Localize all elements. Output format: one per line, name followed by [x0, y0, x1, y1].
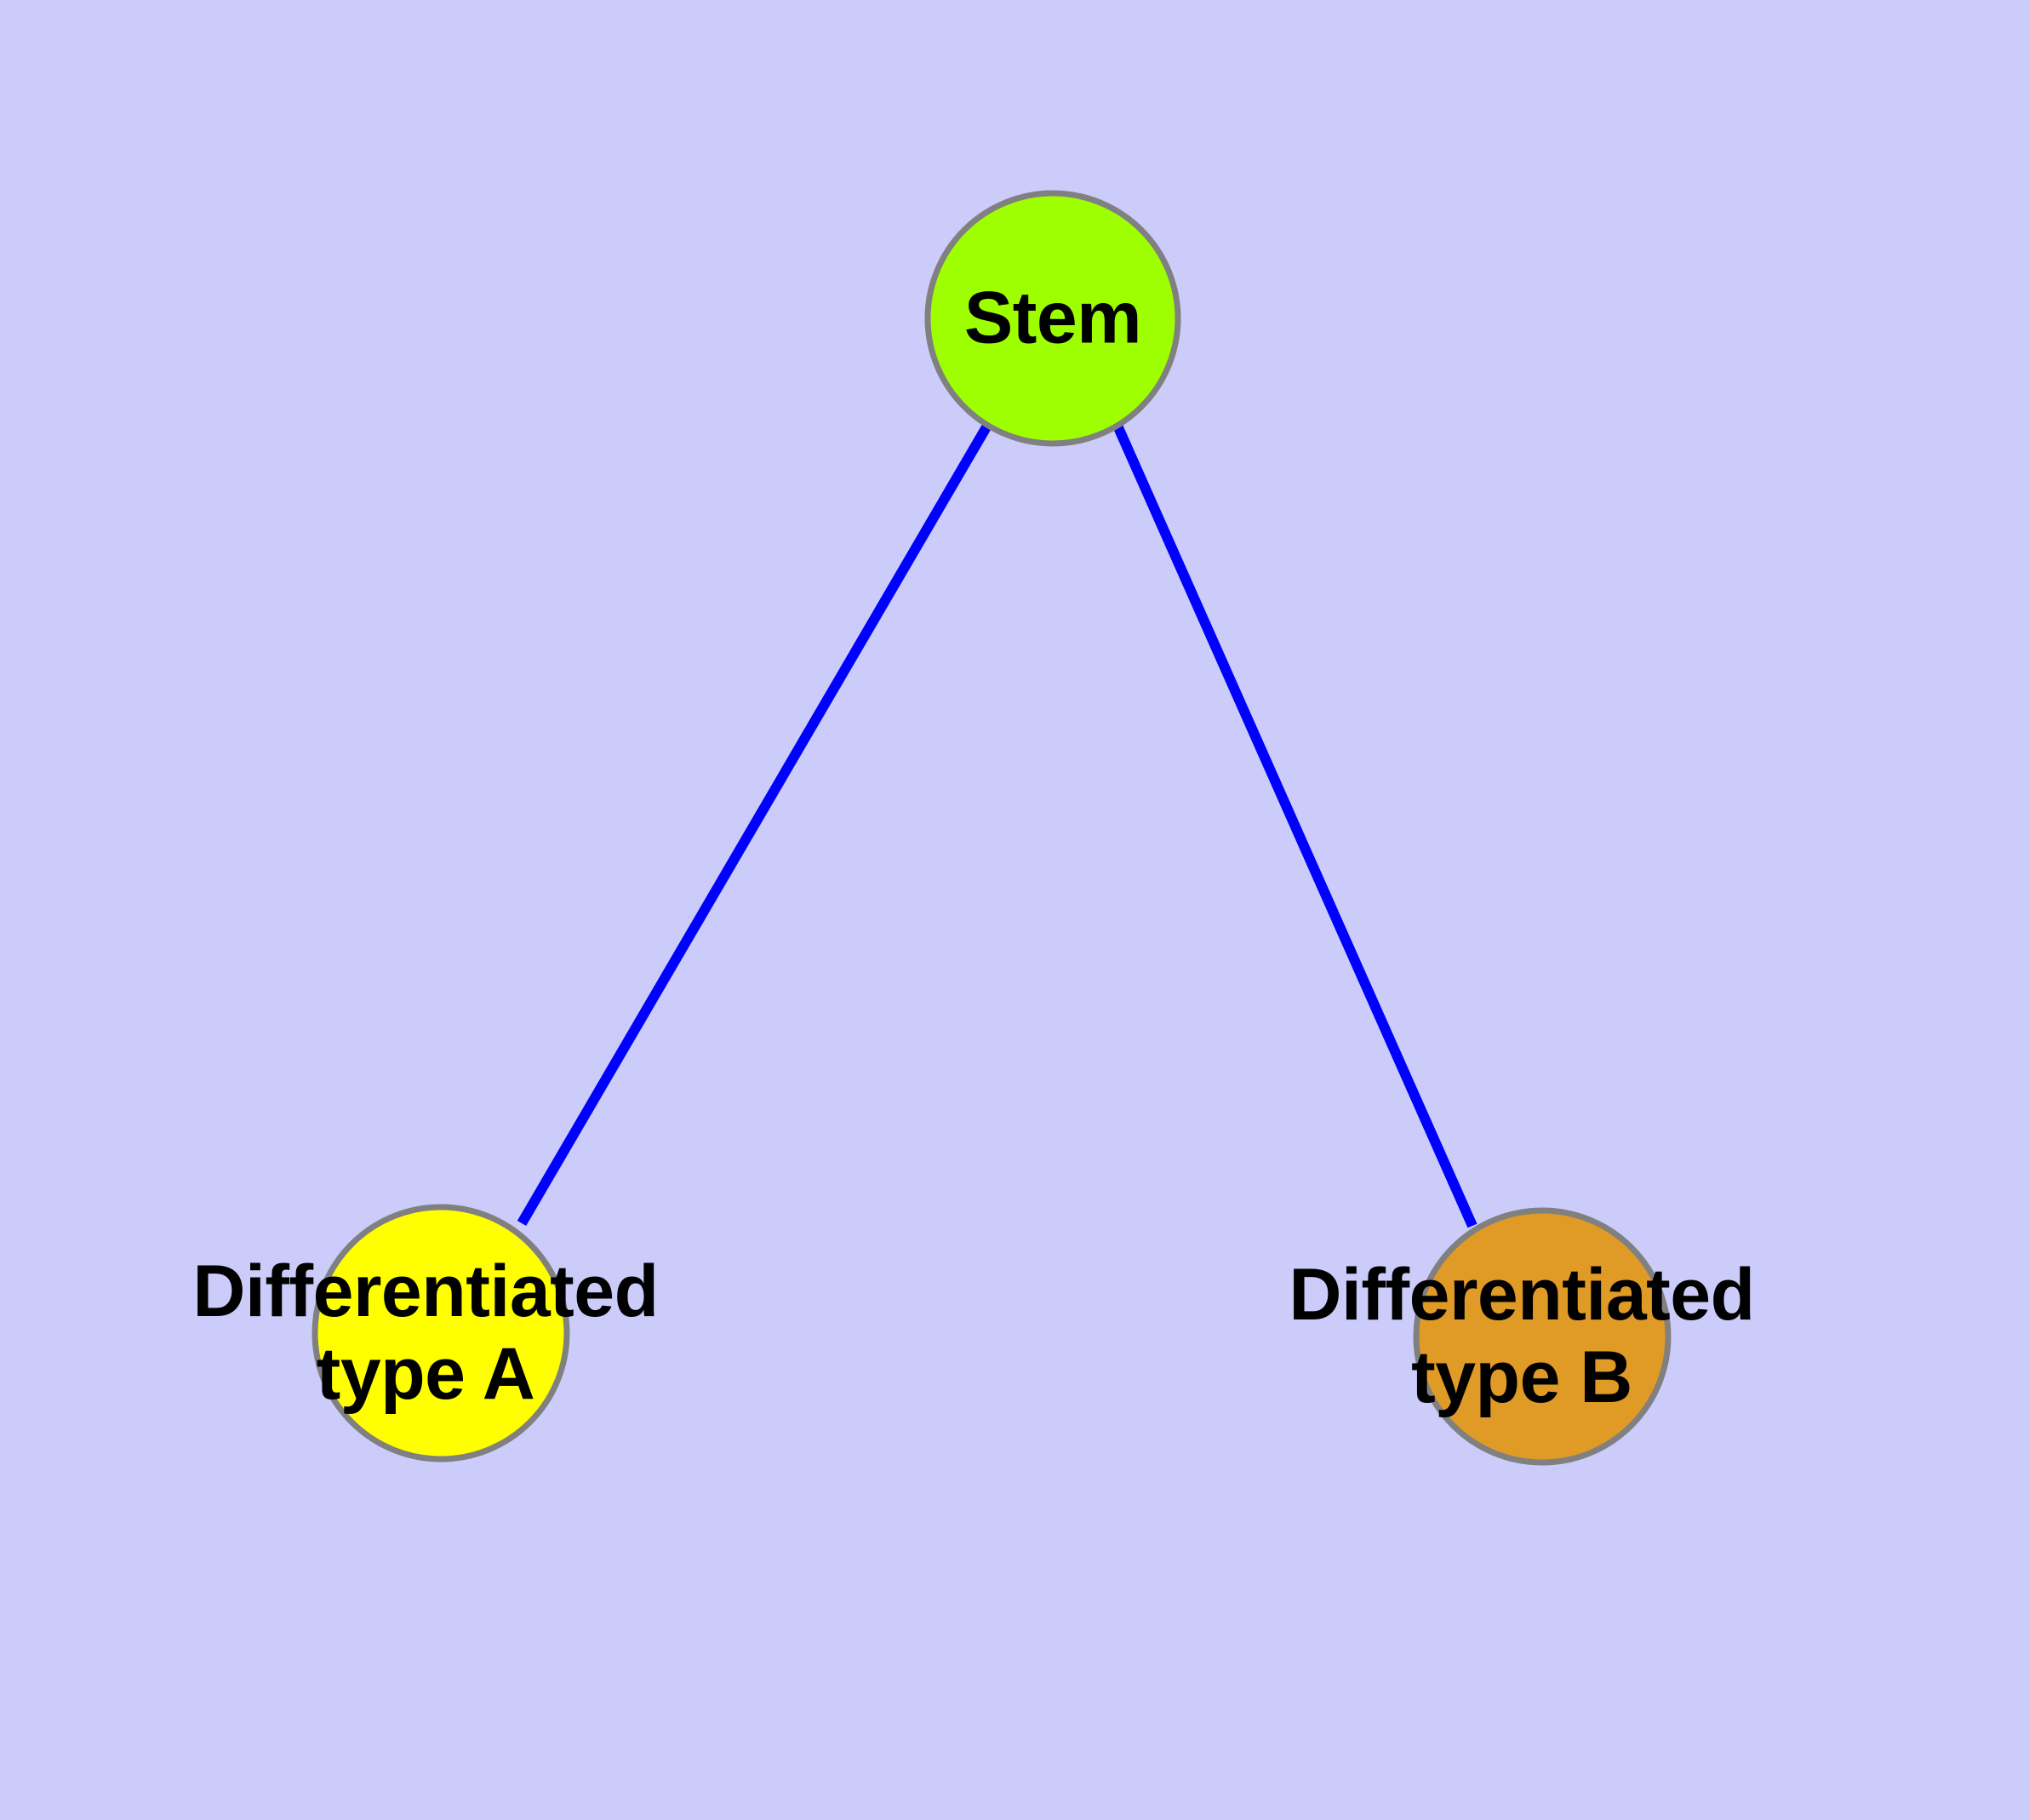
edge-stem-to-diff-a	[517, 422, 992, 1227]
node-differentiated-type-a[interactable]	[311, 1204, 570, 1462]
edge-layer	[517, 422, 1477, 1228]
node-stem[interactable]	[924, 190, 1181, 447]
node-differentiated-type-b[interactable]	[1413, 1207, 1672, 1466]
edge-stem-to-diff-b	[1112, 423, 1477, 1228]
node-layer	[311, 190, 1672, 1466]
